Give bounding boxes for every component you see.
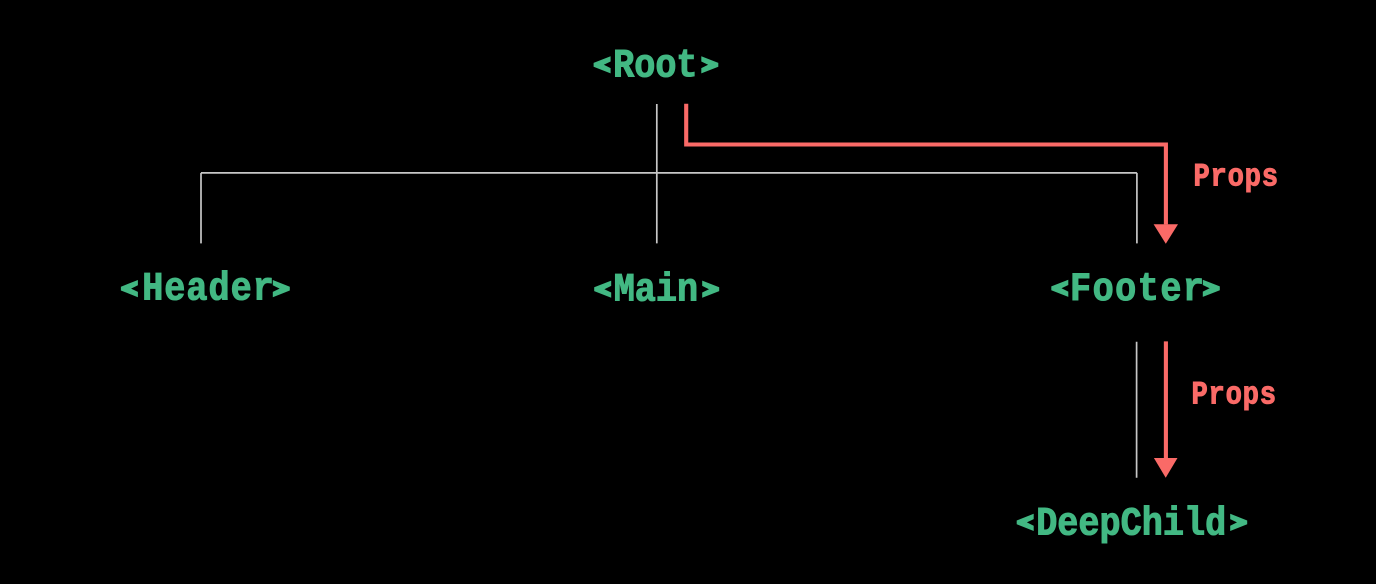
svg-text:Footer: Footer [1070,268,1204,313]
svg-text:Props: Props [1192,377,1277,414]
svg-text:DeepChild: DeepChild [1036,503,1226,548]
svg-text:Root: Root [613,44,697,89]
svg-text:Header: Header [142,268,274,313]
svg-text:Props: Props [1194,159,1279,196]
svg-text:Main: Main [614,268,698,313]
